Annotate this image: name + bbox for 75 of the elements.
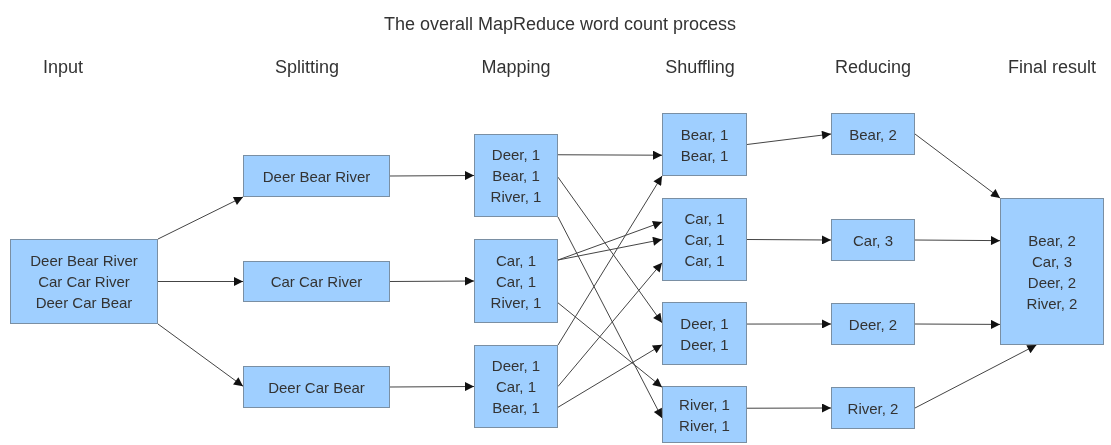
arrow — [914, 133, 1001, 199]
box-text: Car Car River — [38, 272, 130, 292]
box-text: River, 2 — [847, 398, 899, 419]
arrow — [157, 277, 244, 286]
arrow — [157, 196, 244, 240]
arrow — [746, 403, 832, 413]
process-box — [474, 345, 558, 428]
process-box — [474, 239, 558, 323]
box-text: Bear, 1 — [492, 398, 540, 418]
arrow — [389, 171, 475, 181]
arrow — [557, 302, 663, 388]
diagram-title: The overall MapReduce word count process — [383, 14, 737, 35]
arrow — [157, 323, 244, 387]
box-text: Deer, 1 — [491, 145, 541, 165]
box-text: Deer, 2 — [848, 314, 898, 335]
process-box — [831, 219, 915, 261]
process-box — [831, 303, 915, 345]
process-box — [662, 386, 747, 443]
stage-heading: Shuffling — [665, 57, 735, 78]
box-text: Deer Bear River — [30, 251, 138, 271]
box-text: River, 1 — [490, 292, 542, 313]
arrow — [914, 319, 1001, 329]
box-text: Car, 1 — [684, 230, 725, 250]
process-box — [243, 261, 390, 302]
stage-heading: Final result — [1008, 57, 1096, 78]
arrow — [557, 236, 663, 261]
stage-heading: Mapping — [481, 57, 551, 78]
box-text: Car, 1 — [684, 209, 725, 229]
stage-heading: Reducing — [834, 57, 912, 78]
process-box — [831, 387, 915, 429]
arrow — [914, 344, 1037, 409]
process-box — [474, 134, 558, 217]
box-text: Deer, 1 — [680, 334, 729, 355]
arrow — [557, 262, 663, 387]
box-text: River, 2 — [1026, 293, 1078, 314]
arrow — [557, 150, 663, 160]
arrow — [557, 216, 663, 419]
box-text: Bear, 1 — [680, 145, 729, 166]
box-text: Car, 1 — [496, 250, 536, 271]
arrow — [746, 235, 832, 245]
box-text: Car, 1 — [496, 377, 536, 397]
box-text: River, 1 — [490, 187, 542, 207]
box-text: Car, 1 — [684, 251, 725, 271]
process-box — [1000, 198, 1104, 345]
arrow — [914, 236, 1001, 246]
box-text: Car Car River — [270, 272, 363, 292]
box-text: Deer, 1 — [680, 313, 729, 334]
process-box — [10, 239, 158, 324]
process-box — [831, 113, 915, 155]
process-box — [662, 198, 747, 281]
box-text: Bear, 2 — [849, 124, 897, 145]
box-text: River, 1 — [679, 394, 730, 415]
process-box — [243, 366, 390, 408]
arrow — [746, 130, 832, 145]
box-text: Bear, 2 — [1028, 230, 1076, 251]
box-text: Deer Car Bear — [268, 377, 365, 398]
process-box — [662, 302, 747, 365]
arrow — [389, 276, 475, 286]
process-box — [662, 113, 747, 176]
box-text: River, 1 — [679, 415, 730, 436]
box-text: Deer, 1 — [491, 356, 541, 376]
process-box — [243, 155, 390, 197]
box-text: Bear, 1 — [680, 124, 729, 145]
arrow — [389, 382, 475, 392]
box-text: Car, 3 — [853, 230, 893, 251]
arrow — [746, 319, 832, 329]
box-text: Deer, 2 — [1027, 272, 1077, 293]
box-text: Deer Car Bear — [35, 293, 133, 313]
arrow — [557, 344, 663, 408]
box-text: Deer Bear River — [262, 166, 371, 187]
stage-heading: Splitting — [275, 57, 339, 78]
box-text: Car, 3 — [1032, 251, 1072, 272]
stage-heading: Input — [43, 57, 83, 78]
box-text: Car, 1 — [496, 271, 536, 292]
box-text: Bear, 1 — [492, 166, 540, 186]
